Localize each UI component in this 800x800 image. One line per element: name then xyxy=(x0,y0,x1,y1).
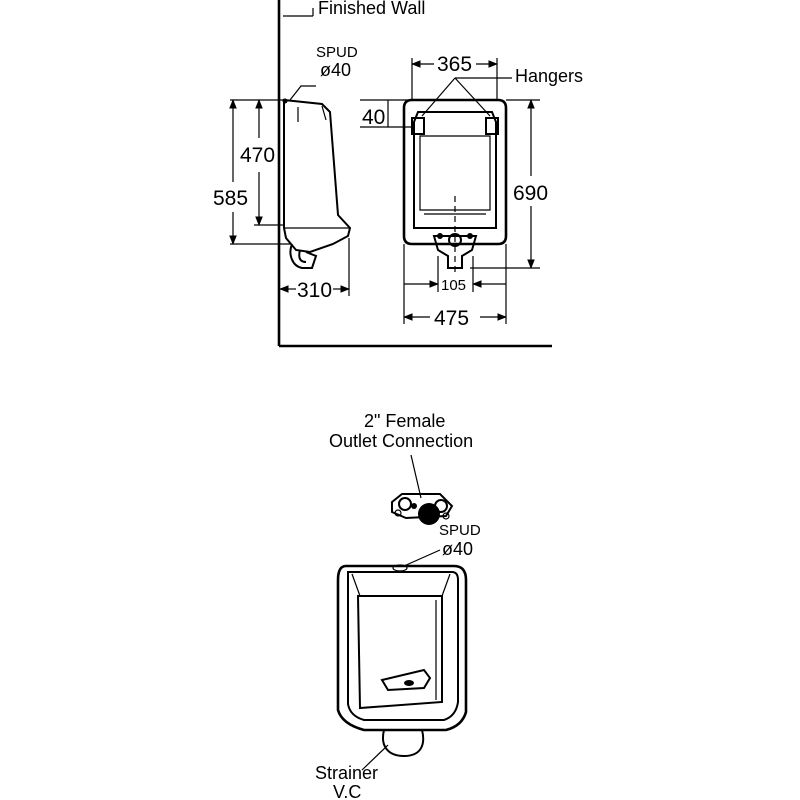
iso-trap xyxy=(382,729,425,758)
side-dimension-585: 585 xyxy=(213,187,248,210)
front-hanger-left xyxy=(411,117,425,135)
side-dimension-310: 310 xyxy=(297,279,332,302)
iso-urinal-back xyxy=(356,595,443,710)
iso-outlet-label-line1: 2" Female xyxy=(364,411,445,431)
front-bowl xyxy=(419,135,491,211)
front-view: 365 Hangers 40 690 105 475 xyxy=(360,53,583,330)
iso-strainer-label-line2: V.C xyxy=(333,782,361,800)
finished-wall-label: Finished Wall xyxy=(318,0,425,18)
side-spud-point xyxy=(282,98,288,104)
side-urinal-body xyxy=(283,98,352,254)
iso-strainer xyxy=(380,668,432,692)
iso-outlet-fitting xyxy=(391,493,454,525)
iso-strainer-label-line1: Strainer xyxy=(315,763,378,783)
front-hangers-label: Hangers xyxy=(515,66,583,86)
front-urinal-inner xyxy=(413,111,497,229)
front-dimension-105: 105 xyxy=(441,277,466,294)
front-outlet xyxy=(432,235,478,269)
iso-spud-diameter: ø40 xyxy=(442,539,473,559)
iso-urinal-outer xyxy=(336,564,468,732)
iso-outlet-label-line2: Outlet Connection xyxy=(329,431,473,451)
front-dimension-365: 365 xyxy=(437,53,472,76)
isometric-view: 2" Female Outlet Connection SPUD ø40 Str… xyxy=(315,411,481,800)
iso-spud-label: SPUD xyxy=(439,522,481,539)
front-dimension-475: 475 xyxy=(434,307,469,330)
side-dimension-470: 470 xyxy=(240,144,275,167)
front-dimension-690: 690 xyxy=(513,182,548,205)
side-spud-label: SPUD xyxy=(316,44,358,61)
iso-urinal-rim xyxy=(347,571,459,721)
finished-wall: Finished Wall xyxy=(277,0,552,348)
front-dimension-40: 40 xyxy=(362,106,385,129)
side-spud-diameter: ø40 xyxy=(320,60,351,80)
front-urinal-outer xyxy=(402,98,508,246)
side-view: SPUD ø40 470 585 310 xyxy=(213,44,358,302)
side-trap xyxy=(289,243,318,269)
front-hanger-right xyxy=(485,117,499,135)
